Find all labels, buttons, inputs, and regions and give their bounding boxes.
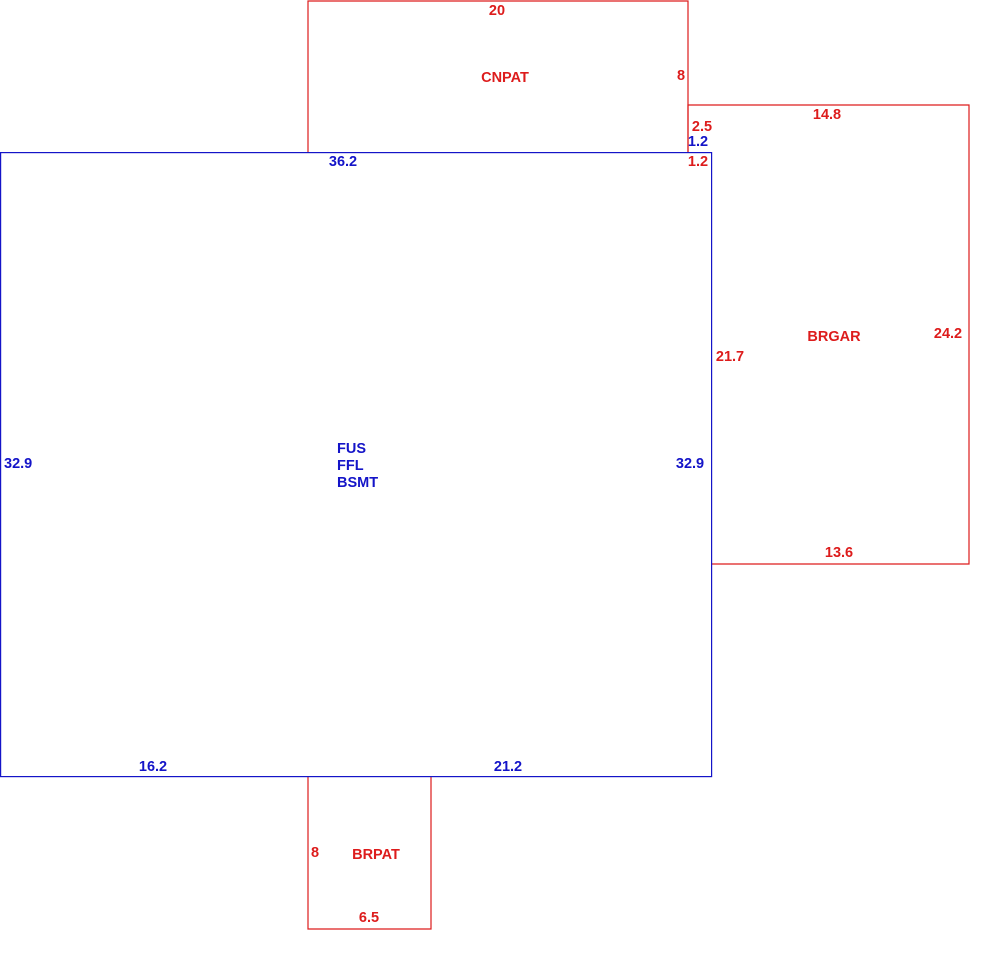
brpat-code-label: BRPAT: [352, 847, 400, 863]
brgar-dim-bottom: 13.6: [825, 545, 853, 561]
main-dim-top: 36.2: [329, 154, 357, 170]
cnpat-code-label: CNPAT: [481, 70, 529, 86]
main-dim-bottom-left: 16.2: [139, 759, 167, 775]
main-code-fus: FUS: [337, 441, 366, 457]
cnpat-dim-right: 8: [677, 68, 685, 84]
brgar-outline: [687, 104, 970, 565]
cnpat-dim-top: 20: [489, 3, 505, 19]
brgar-dim-step-upper: 2.5: [692, 119, 712, 135]
main-code-ffl: FFL: [337, 458, 364, 474]
brgar-code-label: BRGAR: [807, 329, 861, 345]
brgar-dim-right: 24.2: [934, 326, 962, 342]
main-dim-bottom-right: 21.2: [494, 759, 522, 775]
brpat-dim-left: 8: [311, 845, 319, 861]
main-dim-right: 32.9: [676, 456, 704, 472]
brpat-area: 8 BRPAT 6.5: [307, 777, 432, 930]
brpat-dim-bottom: 6.5: [359, 910, 379, 926]
cnpat-area: 20 8 CNPAT: [307, 0, 689, 152]
main-dim-offset: 1.2: [688, 134, 708, 150]
brpat-outline: [307, 777, 432, 930]
brgar-area: 2.5 14.8 1.2 BRGAR 24.2 21.7 13.6: [687, 104, 970, 565]
cnpat-outline: [307, 0, 689, 152]
brgar-dim-top: 14.8: [813, 107, 841, 123]
main-area: 36.2 1.2 32.9 32.9 16.2 21.2 FUS FFL BSM…: [0, 134, 713, 778]
main-outline: [0, 152, 713, 778]
brgar-dim-left: 21.7: [716, 349, 744, 365]
brgar-dim-step-lower: 1.2: [688, 154, 708, 170]
main-dim-left: 32.9: [4, 456, 32, 472]
main-code-bsmt: BSMT: [337, 475, 378, 491]
